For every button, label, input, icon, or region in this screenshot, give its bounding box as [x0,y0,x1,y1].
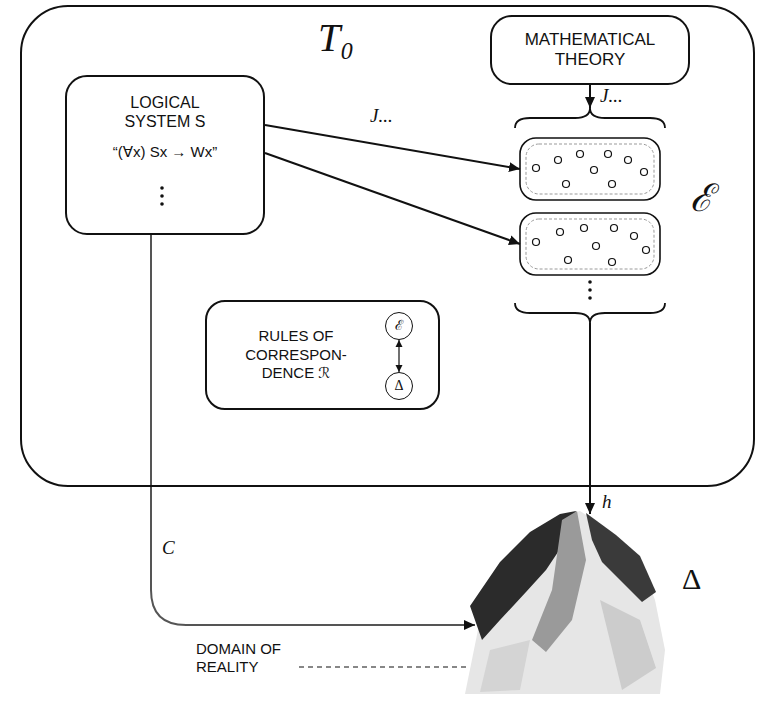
theory-box: MATHEMATICAL THEORY [490,15,690,85]
node-text: LOGICAL SYSTEM S [100,93,230,131]
model-set [520,138,660,275]
theory-region: T₀ MATHEMATICAL THEORY LOGICAL SYSTEM S “(∀… [20,5,755,487]
node-text: ℰ [395,318,403,335]
mapping-label: J... [598,86,625,107]
mapping-label: J... [368,106,395,127]
set-label: ℰ [690,178,713,220]
node-text: “(∀x) Sx → Wx” [113,143,217,161]
mapping-label: h [600,492,614,513]
mountain [465,511,665,694]
connector-arrow [151,235,475,625]
node-text: RULES OF CORRESPON- DENCE ℛ [221,327,371,383]
node-text: Δ [394,378,403,395]
domain-label: DOMAIN OF REALITY [196,640,296,676]
leader-line [299,666,467,667]
symbol-circle: ℰ [385,312,413,340]
domain-symbol: Δ [682,562,701,595]
connector-arrow [398,340,399,372]
logic-box: LOGICAL SYSTEM S “(∀x) Sx → Wx” [65,75,265,235]
model-group: ℰ [500,108,740,326]
connector-arrow [265,125,520,169]
curly-brace [515,108,665,323]
node-text: MATHEMATICAL THEORY [500,30,680,71]
connector-arrow [589,85,591,108]
connector-arrow [265,153,520,244]
rules-box: RULES OF CORRESPON- DENCE ℛ ℰ Δ [205,300,440,410]
region-label: T₀ [318,16,354,60]
reality-domain: Δ DOMAIN OF REALITY [185,500,750,698]
symbol-circle: Δ [385,372,413,400]
mapping-label: C [160,538,177,559]
